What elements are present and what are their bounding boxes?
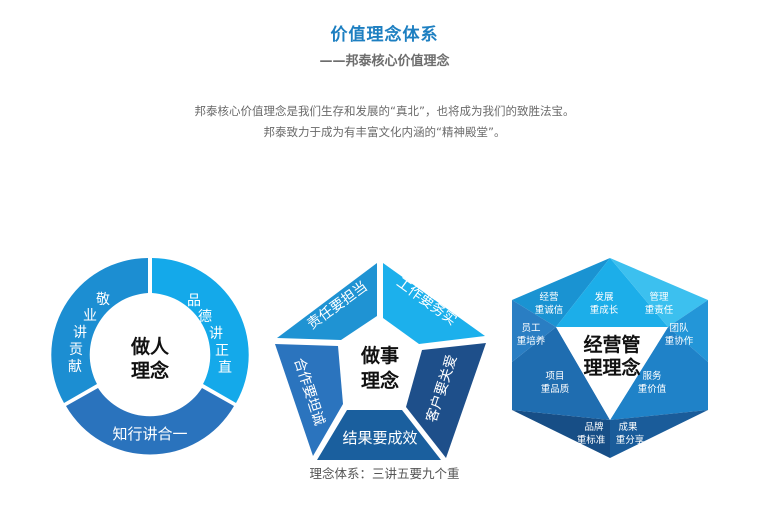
ring-segment-integrity: [152, 258, 249, 403]
svg-text:品: 品: [187, 293, 201, 309]
svg-text:重品质: 重品质: [541, 383, 570, 395]
pentagon-segment-pragmatic: [383, 263, 485, 344]
page-subtitle: ——邦泰核心价值理念: [319, 54, 450, 69]
ring-label-integrity: 品 德 讲 正 直: [187, 293, 232, 376]
svg-text:德: 德: [198, 309, 212, 325]
pentagon-segment-cooperation: [275, 344, 343, 456]
svg-text:项目: 项目: [545, 371, 564, 382]
pentagon-center-line1: 做事: [360, 344, 399, 367]
pentagon-center-line2: 理念: [361, 369, 399, 392]
hexagon-facet-service: 服务 重价值: [638, 370, 667, 395]
svg-text:重责任: 重责任: [645, 304, 674, 316]
intro-line-2: 邦泰致力于成为有丰富文化内涵的“精神殿堂”。: [263, 125, 506, 139]
hexagon-facet-quality: 项目 重品质: [541, 371, 570, 395]
personal-philosophy-ring: 做人 理念 品 德 讲 正 直 敬 业 讲 贡 献 知行讲合一: [51, 258, 249, 455]
ring-center-line1: 做人: [130, 335, 170, 358]
svg-text:重诚信: 重诚信: [535, 304, 564, 316]
ring-segment-dedication: [51, 258, 148, 403]
svg-text:成果: 成果: [618, 421, 638, 433]
hexagon-center-line2: 理理念: [583, 356, 640, 379]
hexagon-facet-standards: 品牌 重标准: [577, 421, 606, 446]
hexagon-facet-responsibility: 管理 重责任: [645, 291, 674, 316]
svg-text:员工: 员工: [521, 323, 541, 334]
svg-text:品牌: 品牌: [584, 421, 604, 433]
pentagon-segment-responsibility: [277, 263, 377, 340]
svg-text:重成长: 重成长: [590, 304, 619, 316]
pentagon-segment-customer: [406, 343, 486, 458]
page-title: 价值理念体系: [330, 25, 439, 45]
svg-text:直: 直: [218, 359, 232, 376]
svg-text:讲: 讲: [209, 326, 223, 342]
svg-text:发展: 发展: [594, 291, 614, 303]
svg-text:重培养: 重培养: [517, 335, 546, 347]
svg-text:管理: 管理: [649, 291, 669, 303]
hexagon-facet-teamwork: 团队 重协作: [665, 322, 694, 347]
hexagon-facet-sharing: 成果 重分享: [616, 421, 645, 446]
ring-label-unity: 知行讲合一: [112, 425, 187, 443]
management-philosophy-hexagon: 经营管 理理念 经营 重诚信 发展 重成长 管理 重责任 团队 重协作 服务 重…: [512, 258, 708, 458]
svg-text:重分享: 重分享: [616, 434, 645, 446]
svg-text:服务: 服务: [642, 370, 662, 382]
intro-line-1: 邦泰核心价值理念是我们生存和发展的“真北”，也将成为我们的致胜法宝。: [194, 104, 575, 118]
diagram-caption: 理念体系：三讲五要九个重: [309, 466, 460, 481]
svg-text:重协作: 重协作: [665, 335, 694, 347]
svg-text:献: 献: [68, 359, 82, 375]
svg-text:正: 正: [215, 343, 229, 359]
svg-text:业: 业: [83, 308, 97, 324]
ring-segment-unity: [66, 388, 234, 455]
svg-text:重标准: 重标准: [577, 434, 606, 446]
intro-text: 邦泰核心价值理念是我们生存和发展的“真北”，也将成为我们的致胜法宝。 邦泰致力于…: [0, 101, 769, 143]
pentagon-segment-results: [317, 410, 441, 460]
ring-center-line2: 理念: [131, 359, 169, 382]
hexagon-facet-training: 员工 重培养: [517, 323, 546, 347]
hexagon-facet-integrity: 经营 重诚信: [535, 291, 564, 316]
ring-label-dedication: 敬 业 讲 贡 献: [68, 292, 110, 375]
work-philosophy-pentagon: 做事 理念 责任要担当 工作要务实 客户要关爱 结果要成效 合作要坦诚: [275, 263, 486, 460]
svg-text:重价值: 重价值: [638, 383, 667, 395]
svg-text:经营: 经营: [539, 291, 558, 303]
hexagon-center-line1: 经营管: [583, 333, 640, 356]
hexagon-facet-growth: 发展 重成长: [590, 291, 619, 316]
svg-text:讲: 讲: [73, 325, 87, 341]
svg-text:贡: 贡: [69, 342, 83, 358]
pentagon-label-results: 结果要成效: [342, 429, 417, 447]
svg-text:团队: 团队: [669, 322, 689, 334]
svg-text:敬: 敬: [96, 292, 110, 308]
